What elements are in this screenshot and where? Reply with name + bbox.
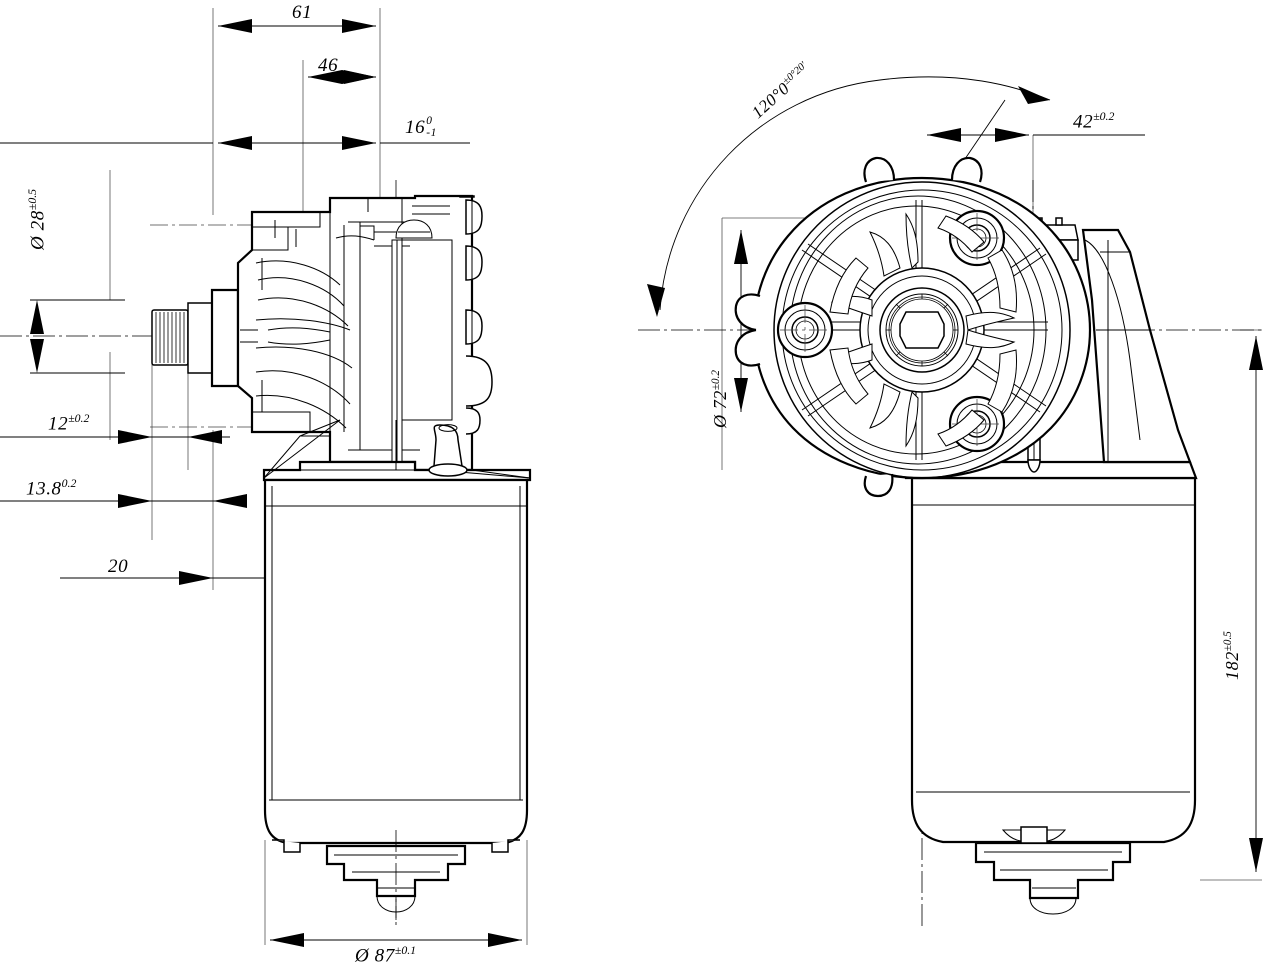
can-foot-right <box>491 839 520 853</box>
dim-label-61: 61 <box>292 2 313 23</box>
cover-rib-shading <box>829 215 1017 447</box>
side-view-connector-ridges <box>459 195 493 435</box>
front-motor-can-body <box>910 476 1197 844</box>
dim-label-dia-87: Ø 87±0.1 <box>355 944 417 967</box>
angular-dimension-arc <box>659 76 1051 311</box>
can-foot-left <box>272 839 301 853</box>
cover-lobe-top-left <box>863 156 896 183</box>
motor-can-body <box>263 478 529 845</box>
mounting-boss-left <box>776 301 834 359</box>
dim-label-182: 182±0.5 <box>1222 631 1242 680</box>
fan-blade-detail <box>830 212 1016 448</box>
output-shaft-keyway <box>899 311 945 349</box>
shaft-boss <box>210 288 240 388</box>
cover-lobe-left-lower <box>734 328 761 367</box>
output-bore-spline-teeth <box>886 294 958 366</box>
dim-label-42: 42±0.2 <box>1073 110 1115 133</box>
shaft-journal <box>187 302 213 374</box>
cover-lobe-bottom <box>863 473 894 498</box>
dim-label-13-8: 13.80.2 <box>26 477 77 500</box>
dim-label-20: 20 <box>108 556 129 577</box>
dim-label-dia-72: Ø 72±0.2 <box>710 370 730 428</box>
output-shaft-spline <box>151 309 189 366</box>
spline-teeth <box>155 312 185 363</box>
dim-label-46: 46 <box>318 55 339 76</box>
gearbox-internal-lines <box>240 198 453 471</box>
cover-lobe-top-right <box>950 156 983 183</box>
front-right-housing <box>1081 228 1192 464</box>
dim-label-12: 12±0.2 <box>48 412 90 435</box>
front-view-geometry <box>638 76 1265 930</box>
side-view-geometry <box>0 8 532 947</box>
dim-label-dia-28: Ø 28±0.5 <box>26 188 49 250</box>
side-view-shroud-top <box>262 460 532 482</box>
cover-lobe-left-upper <box>734 293 761 332</box>
